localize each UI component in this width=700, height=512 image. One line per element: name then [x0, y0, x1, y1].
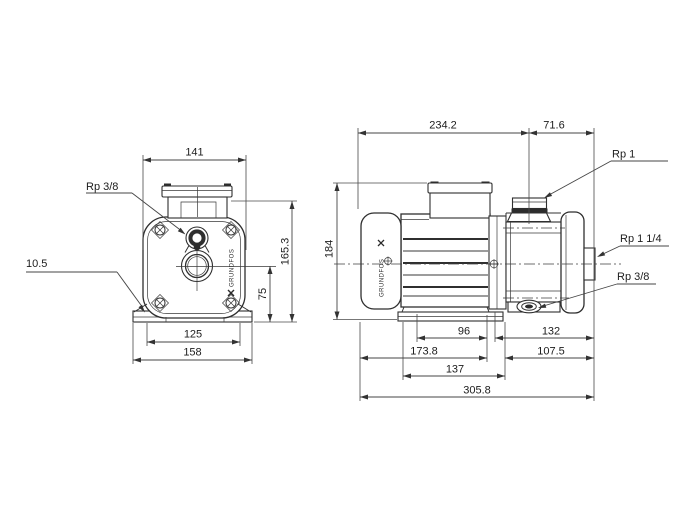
centerlines [334, 227, 621, 299]
label-side-drain-port: Rp 3/8 [617, 271, 649, 283]
dim-front-base-width: 158 [183, 347, 201, 359]
dim-side-motor-length: 173.8 [410, 346, 438, 358]
dim-front-total-height: 165.3 [280, 238, 292, 266]
corner-screw [151, 221, 169, 239]
pump-sleeve [505, 212, 563, 313]
terminal-box-side [427, 181, 493, 219]
dim-front-bolt-spacing: 125 [184, 329, 202, 341]
label-side-suction-port: Rp 1 1/4 [620, 233, 662, 245]
dim-front-port-height: 75 [257, 288, 269, 300]
pump-face-inner-contour [147, 221, 241, 314]
base-plate-side [397, 306, 504, 322]
corner-screws [151, 221, 240, 312]
motor-rear-cap: GRUNDFOS [360, 212, 402, 310]
corner-screw [151, 294, 169, 312]
motor-body [400, 213, 491, 308]
grundfos-logo-icon [227, 289, 235, 297]
dim-side-total-length: 305.8 [463, 385, 491, 397]
vent-port-front [184, 226, 210, 253]
dim-front-foot: 10.5 [26, 258, 47, 270]
grundfos-wordmark: GRUNDFOS [230, 249, 236, 287]
corner-screw [222, 221, 240, 239]
side-view: GRUNDFOS [334, 181, 621, 322]
side-view-dimensions: 234.2 71.6 Rp 1 184 Rp 1 1/4 Rp 3/8 96 1… [324, 120, 669, 401]
dim-front-top-width: 141 [185, 147, 203, 159]
front-view-dimensions: 141 Rp 3/8 10.5 165.3 75 125 [26, 147, 297, 364]
terminal-box-front [161, 183, 233, 219]
dim-side-foot-front: 96 [458, 326, 470, 338]
corner-screw [222, 294, 240, 312]
label-front-port: Rp 3/8 [86, 181, 118, 193]
dim-side-height: 184 [324, 240, 336, 258]
grundfos-brand-front: GRUNDFOS [227, 249, 236, 297]
dim-side-head-length: 132 [542, 326, 560, 338]
grundfos-logo-icon [377, 239, 385, 247]
dim-side-rear-to-port: 234.2 [429, 120, 457, 132]
front-view: GRUNDFOS [132, 183, 276, 323]
motor-pump-adapter [488, 215, 507, 310]
dim-side-port-to-end: 71.6 [543, 120, 564, 132]
grundfos-wordmark: GRUNDFOS [380, 259, 386, 297]
shaft-port-front [176, 249, 276, 291]
label-side-discharge-port: Rp 1 [612, 149, 635, 161]
drain-plug [516, 299, 542, 314]
dim-side-base-length: 137 [446, 364, 464, 376]
dim-side-head-offset: 107.5 [537, 346, 565, 358]
